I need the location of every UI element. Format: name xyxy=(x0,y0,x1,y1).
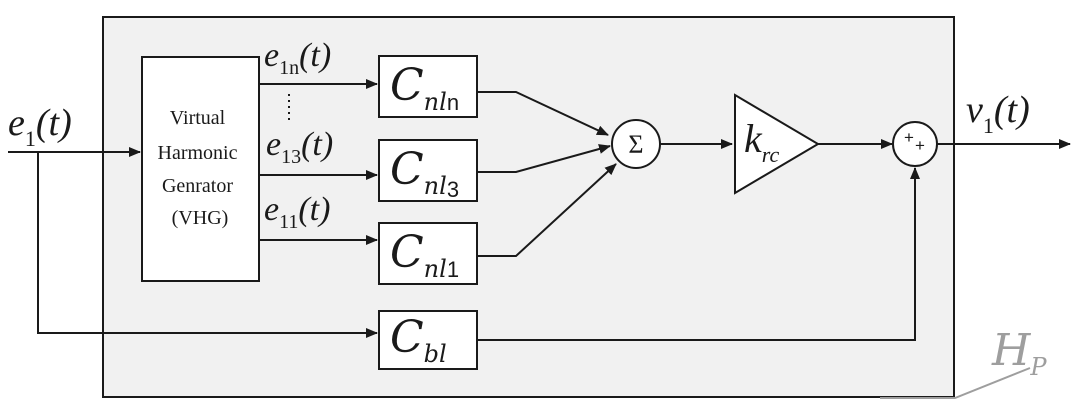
controller-n-symbol: C xyxy=(390,60,424,111)
output-signal-label: v1(t) xyxy=(966,89,1030,138)
gain-sub: rc xyxy=(762,142,780,167)
controller-3-symbol: C xyxy=(390,144,424,195)
input-signal-sub: 1 xyxy=(25,126,36,151)
input-signal-arg: (t) xyxy=(36,102,72,144)
baseline-controller-symbol: C xyxy=(390,312,424,363)
controller-block-1 xyxy=(378,222,478,285)
vhg-line-2: Harmonic xyxy=(158,142,238,164)
adder-sign-top: + xyxy=(904,128,914,147)
system-label: HP xyxy=(991,325,1047,381)
harmonic-1-sub: 11 xyxy=(279,211,298,233)
gain-label: krc xyxy=(744,116,780,167)
controller-n-sub: nl xyxy=(424,88,447,116)
gain-block xyxy=(734,93,820,195)
controller-3-tail: 3 xyxy=(447,177,459,202)
harmonic-n-sub: 1n xyxy=(279,57,299,79)
system-label-leader xyxy=(880,367,1031,399)
baseline-controller-label: Cbl xyxy=(390,312,447,368)
controller-label-3: Cnl3 xyxy=(390,144,459,202)
harmonic-3-arg: (t) xyxy=(301,126,333,163)
controller-n-to-summer xyxy=(477,91,609,136)
harmonic-n-arg: (t) xyxy=(299,37,331,74)
harmonic-3-sub: 13 xyxy=(281,146,301,168)
controller-1-sub: nl xyxy=(424,255,447,283)
controller-label-1: Cnl1 xyxy=(390,227,459,283)
controller-3-to-summer xyxy=(477,144,611,173)
input-signal-label: e1(t) xyxy=(8,102,72,151)
adder-sign-bottom: + xyxy=(915,136,925,155)
output-signal-arg: (t) xyxy=(994,89,1030,131)
input-branch-wire xyxy=(37,152,378,338)
baseline-to-adder-wire xyxy=(477,167,920,341)
controller-1-tail: 1 xyxy=(447,257,459,282)
vhg-block xyxy=(141,56,260,282)
vhg-label: Virtual Harmonic Genrator (VHG) xyxy=(158,107,243,229)
controller-3-sub: nl xyxy=(424,172,447,200)
controller-1-to-summer xyxy=(477,163,617,257)
vhg-line-1: Virtual xyxy=(170,107,226,129)
harmonic-1-base: e xyxy=(264,191,279,228)
input-signal-base: e xyxy=(8,102,25,144)
baseline-controller-sub: bl xyxy=(424,340,447,368)
harmonic-label-n: e1n(t) xyxy=(264,37,331,79)
harmonic-n-base: e xyxy=(264,37,279,74)
summer-symbol: Σ xyxy=(628,130,643,159)
output-signal-base: v xyxy=(966,89,983,131)
vhg-line-4: (VHG) xyxy=(172,207,229,229)
controller-n-tail: n xyxy=(447,90,459,115)
controller-1-symbol: C xyxy=(390,227,424,278)
vhg-line-3: Genrator xyxy=(162,175,233,197)
controller-label-n: Cnln xyxy=(390,60,459,116)
harmonic-label-3: e13(t) xyxy=(266,126,333,168)
controller-block-3 xyxy=(378,139,478,202)
output-signal-sub: 1 xyxy=(983,113,994,138)
system-label-sub: P xyxy=(1029,353,1047,381)
harmonic-label-1: e11(t) xyxy=(264,191,330,233)
system-label-symbol: H xyxy=(991,325,1032,376)
controller-block-n xyxy=(378,55,478,118)
harmonic-1-arg: (t) xyxy=(298,191,330,228)
harmonic-3-base: e xyxy=(266,126,281,163)
gain-base: k xyxy=(744,116,763,161)
